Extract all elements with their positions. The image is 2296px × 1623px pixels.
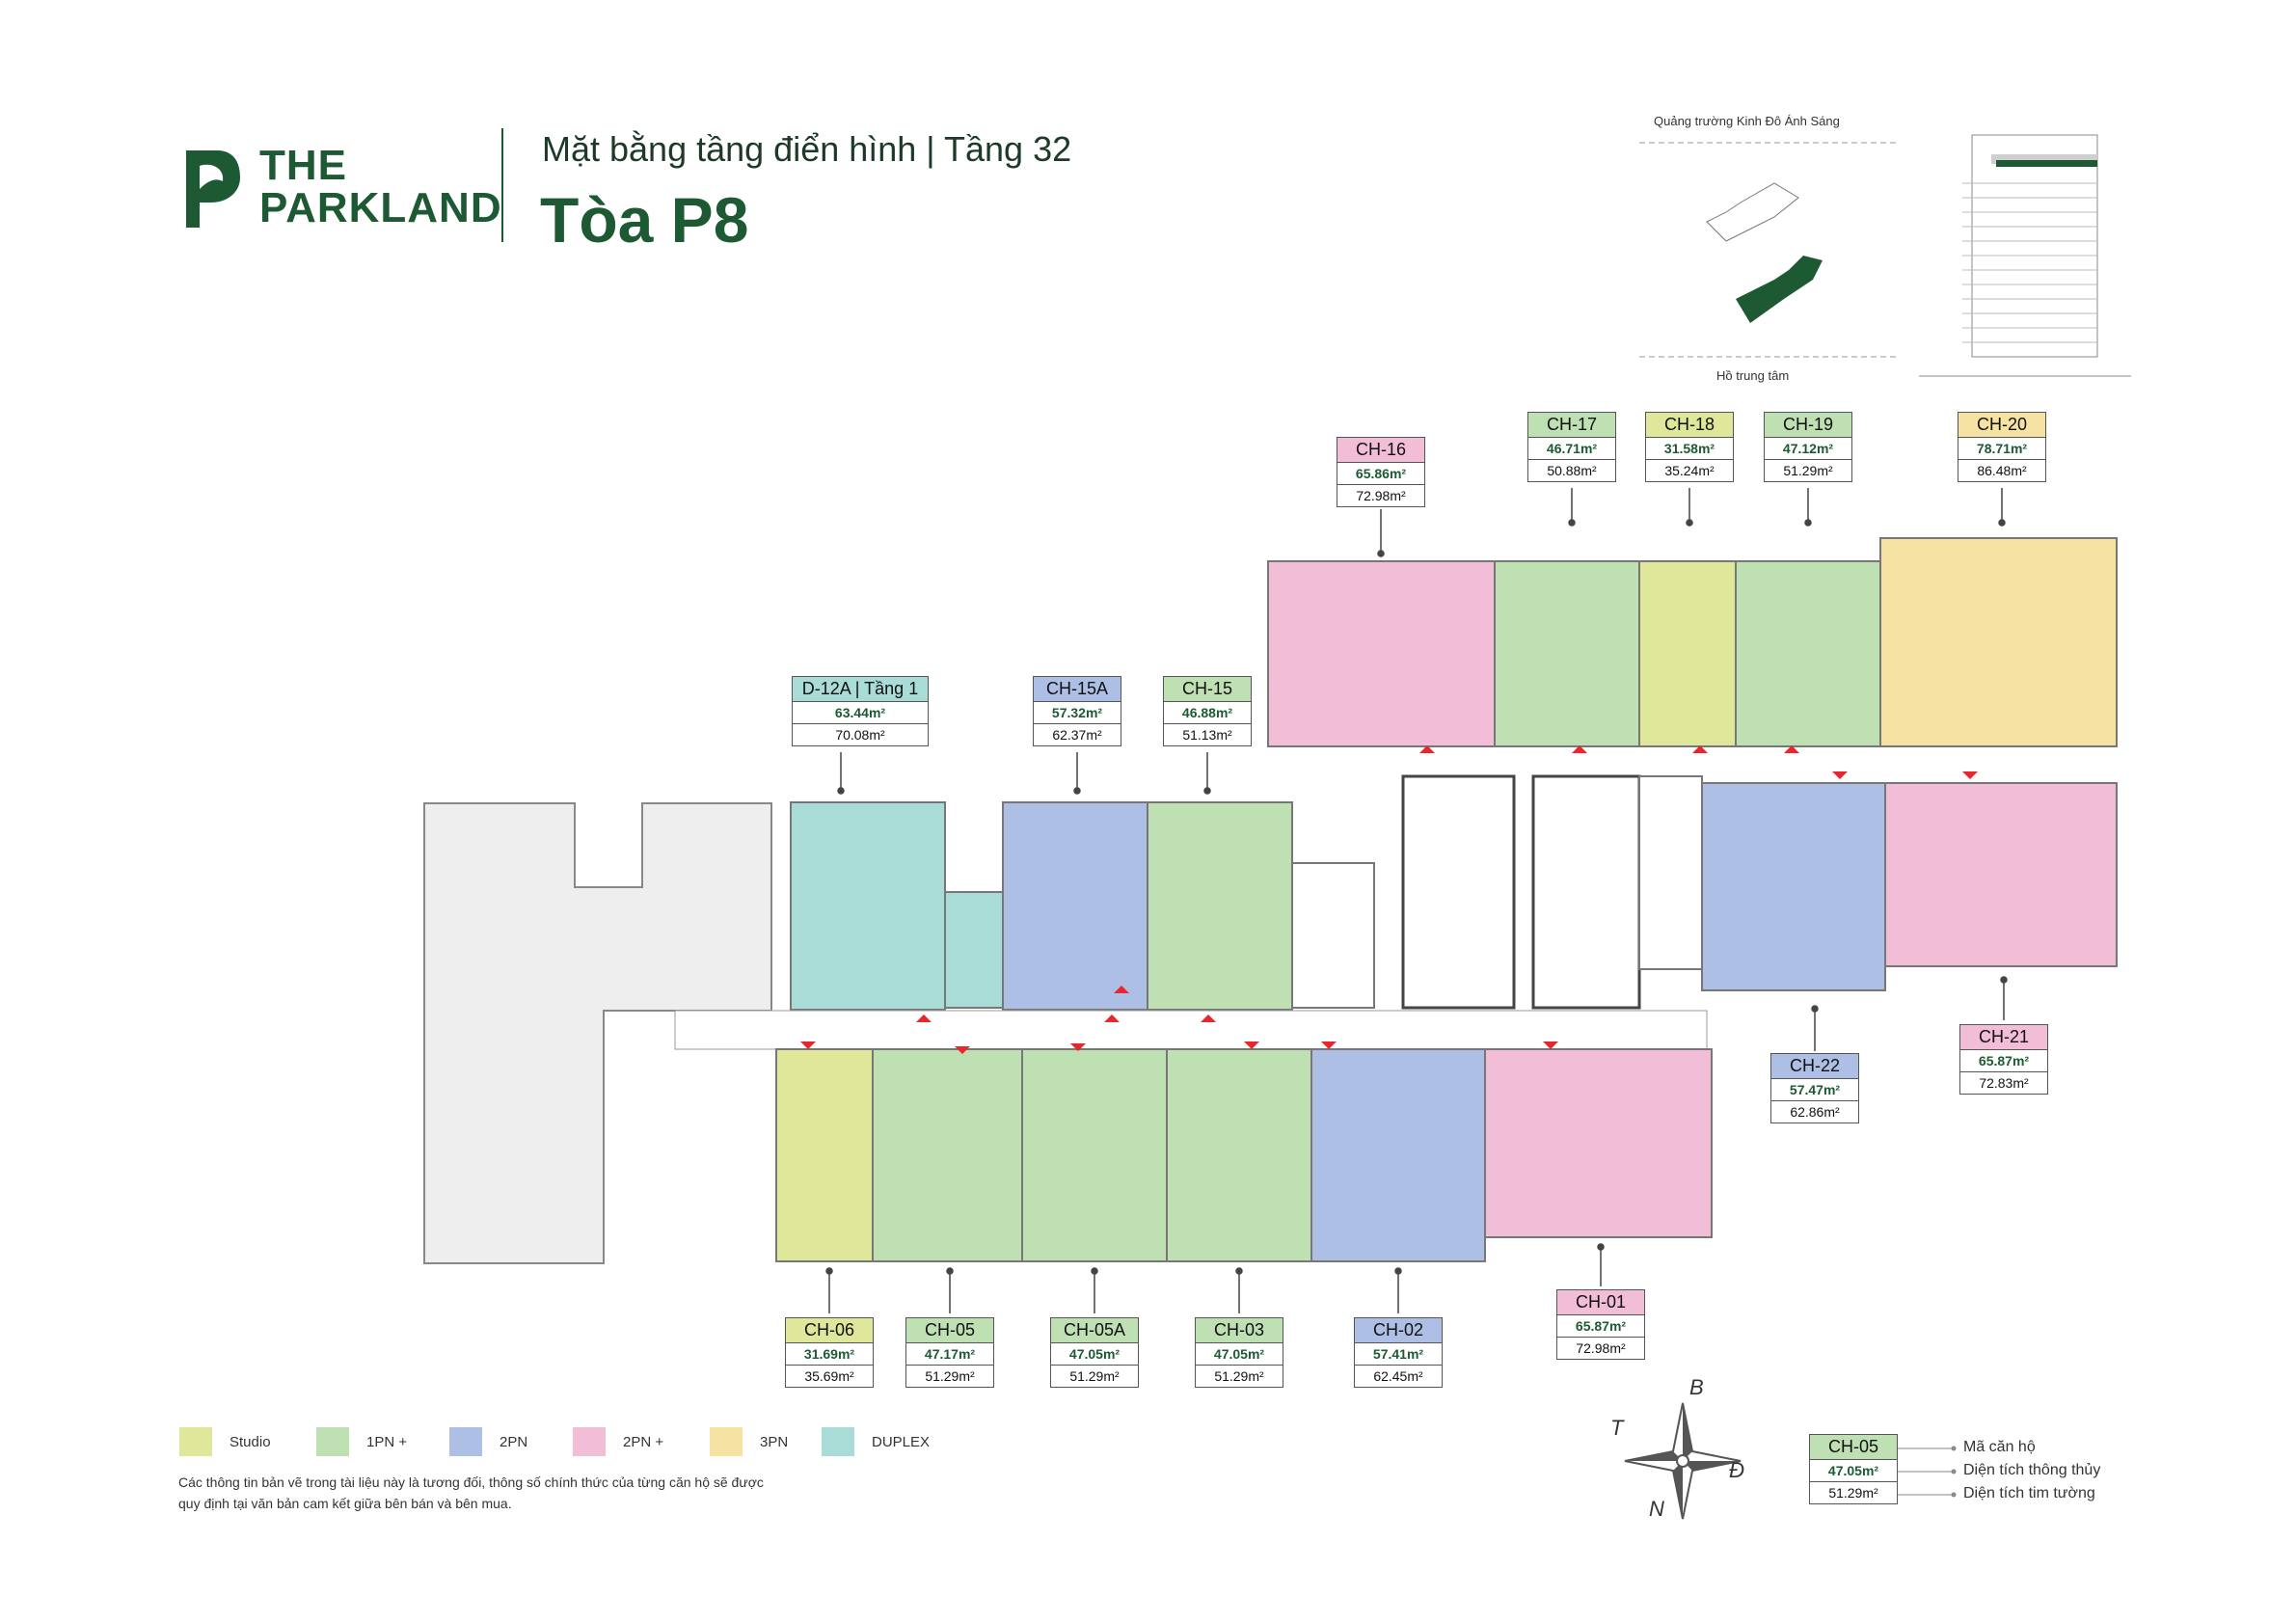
stair-core: [1291, 862, 1375, 1009]
unit-label-ch-21[interactable]: CH-21 65.87m² 72.83m²: [1959, 1024, 2048, 1095]
unit-ch-16[interactable]: [1267, 560, 1496, 747]
unit-label-ch-19[interactable]: CH-19 47.12m² 51.29m²: [1764, 412, 1852, 482]
tower-elevation: [1971, 134, 2098, 358]
compass-north: B: [1689, 1375, 1704, 1399]
neighbor-building-outline: [1706, 182, 1799, 242]
unit-label-ch-05a[interactable]: CH-05A 47.05m² 51.29m²: [1050, 1317, 1139, 1388]
unit-label-ch-18[interactable]: CH-18 31.58m² 35.24m²: [1645, 412, 1734, 482]
unit-ch-02[interactable]: [1310, 1048, 1486, 1262]
unit-ch-20[interactable]: [1879, 537, 2118, 747]
header-divider: [501, 128, 503, 242]
unit-label-ch-01[interactable]: CH-01 65.87m² 72.98m²: [1556, 1289, 1645, 1360]
legend-duplex: DUPLEX: [822, 1427, 930, 1456]
legend-swatch: [822, 1427, 854, 1456]
unit-ch-22[interactable]: [1701, 782, 1886, 991]
compass-west: T: [1610, 1416, 1624, 1440]
compass-rose-icon: [1624, 1402, 1742, 1520]
disclaimer-note: Các thông tin bản vẽ trong tài liệu này …: [178, 1474, 764, 1511]
unit-ch-05[interactable]: [872, 1048, 1023, 1262]
site-bottom-label: Hồ trung tâm: [1716, 368, 1790, 383]
legend-swatch: [179, 1427, 212, 1456]
legend-swatch: [573, 1427, 606, 1456]
unit-label-ch-02[interactable]: CH-02 57.41m² 62.45m²: [1354, 1317, 1443, 1388]
parkland-leaf-icon: [186, 150, 240, 228]
key-net-label: Diện tích thông thủy: [1963, 1462, 2101, 1478]
legend-studio: Studio: [179, 1427, 271, 1456]
site-key-map: [1639, 134, 2131, 377]
brand-line-1: THE: [259, 142, 347, 189]
key-leader-lines: [1898, 1446, 1957, 1498]
legend-2pn-plus: 2PN +: [573, 1427, 663, 1456]
terrace-area: [423, 802, 772, 1264]
floor-32-highlight: [1996, 160, 2097, 167]
key-unit-box: CH-05 47.05m² 51.29m²: [1809, 1434, 1898, 1504]
unit-ch-05a[interactable]: [1021, 1048, 1168, 1262]
unit-label-ch-20[interactable]: CH-20 78.71m² 86.48m²: [1958, 412, 2046, 482]
unit-label-ch-22[interactable]: CH-22 57.47m² 62.86m²: [1770, 1053, 1859, 1123]
brand-wordmark: THE PARKLAND: [259, 145, 502, 230]
unit-ch-17[interactable]: [1494, 560, 1640, 747]
unit-ch-21[interactable]: [1884, 782, 2118, 967]
brand-logo: THE PARKLAND: [178, 143, 502, 231]
unit-label-ch-05[interactable]: CH-05 47.17m² 51.29m²: [905, 1317, 994, 1388]
key-id-label: Mã căn hộ: [1963, 1439, 2036, 1455]
site-top-label: Quảng trường Kinh Đô Ánh Sáng: [1654, 114, 1840, 128]
unit-label-ch-15a[interactable]: CH-15A 57.32m² 62.37m²: [1033, 676, 1121, 746]
unit-label-ch-17[interactable]: CH-17 46.71m² 50.88m²: [1527, 412, 1616, 482]
elevator-core-1: [1401, 774, 1516, 1010]
leader-lines: [825, 488, 2008, 1313]
key-gross-label: Diện tích tim tường: [1963, 1485, 2095, 1501]
unit-ch-19[interactable]: [1735, 560, 1881, 747]
unit-label-ch-15[interactable]: CH-15 46.88m² 51.13m²: [1163, 676, 1252, 746]
unit-ch-06[interactable]: [775, 1048, 874, 1262]
unit-d-12a[interactable]: [790, 801, 946, 1011]
unit-label-ch-03[interactable]: CH-03 47.05m² 51.29m²: [1195, 1317, 1283, 1388]
brand-line-2: PARKLAND: [259, 184, 502, 231]
unit-label-d-12a[interactable]: D-12A | Tầng 1 63.44m² 70.08m²: [792, 676, 929, 746]
legend-1pn: 1PN +: [316, 1427, 407, 1456]
unit-label-ch-16[interactable]: CH-16 65.86m² 72.98m²: [1337, 437, 1425, 507]
page-subtitle: Mặt bằng tầng điển hình | Tầng 32: [542, 129, 1072, 169]
service-core: [1638, 775, 1703, 970]
unit-ch-18[interactable]: [1638, 560, 1737, 747]
unit-ch-01[interactable]: [1484, 1048, 1713, 1238]
unit-ch-15a[interactable]: [1002, 801, 1148, 1011]
legend-swatch: [449, 1427, 482, 1456]
entry-markers: [800, 745, 1978, 1054]
compass-east: Đ: [1729, 1458, 1744, 1482]
elevator-core-2: [1531, 774, 1641, 1010]
tower-p8-footprint: [1736, 256, 1823, 323]
unit-ch-15[interactable]: [1147, 801, 1293, 1011]
legend-2pn: 2PN: [449, 1427, 527, 1456]
legend-3pn: 3PN: [710, 1427, 788, 1456]
corridor: [674, 1010, 1708, 1050]
legend-swatch: [316, 1427, 349, 1456]
unit-ch-03[interactable]: [1166, 1048, 1312, 1262]
unit-label-ch-06[interactable]: CH-06 31.69m² 35.69m²: [785, 1317, 874, 1388]
legend-swatch: [710, 1427, 743, 1456]
page-title: Tòa P8: [540, 184, 749, 256]
compass-south: N: [1649, 1497, 1664, 1521]
